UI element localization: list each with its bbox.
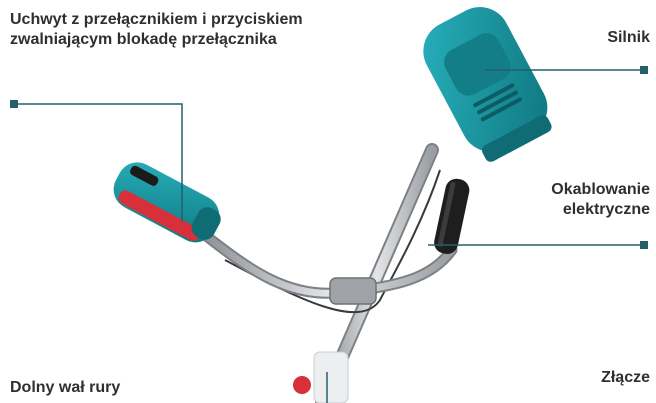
marker-motor <box>640 66 648 74</box>
trigger-handle <box>107 155 228 250</box>
label-handle: Uchwyt z przełącznikiem i przyciskiem zw… <box>10 10 310 50</box>
auxiliary-grip <box>432 177 471 256</box>
leader-markers <box>10 66 648 249</box>
label-wiring: Okablowanie elektryczne <box>490 180 650 220</box>
label-motor: Silnik <box>607 28 650 48</box>
label-connector: Złącze <box>601 368 650 388</box>
marker-handle <box>10 100 18 108</box>
label-lower-shaft: Dolny wał rury <box>10 378 120 398</box>
handlebar-clamp <box>330 278 376 304</box>
lower-tube-coupling <box>293 352 348 403</box>
motor-housing <box>413 0 561 168</box>
marker-wiring <box>640 241 648 249</box>
